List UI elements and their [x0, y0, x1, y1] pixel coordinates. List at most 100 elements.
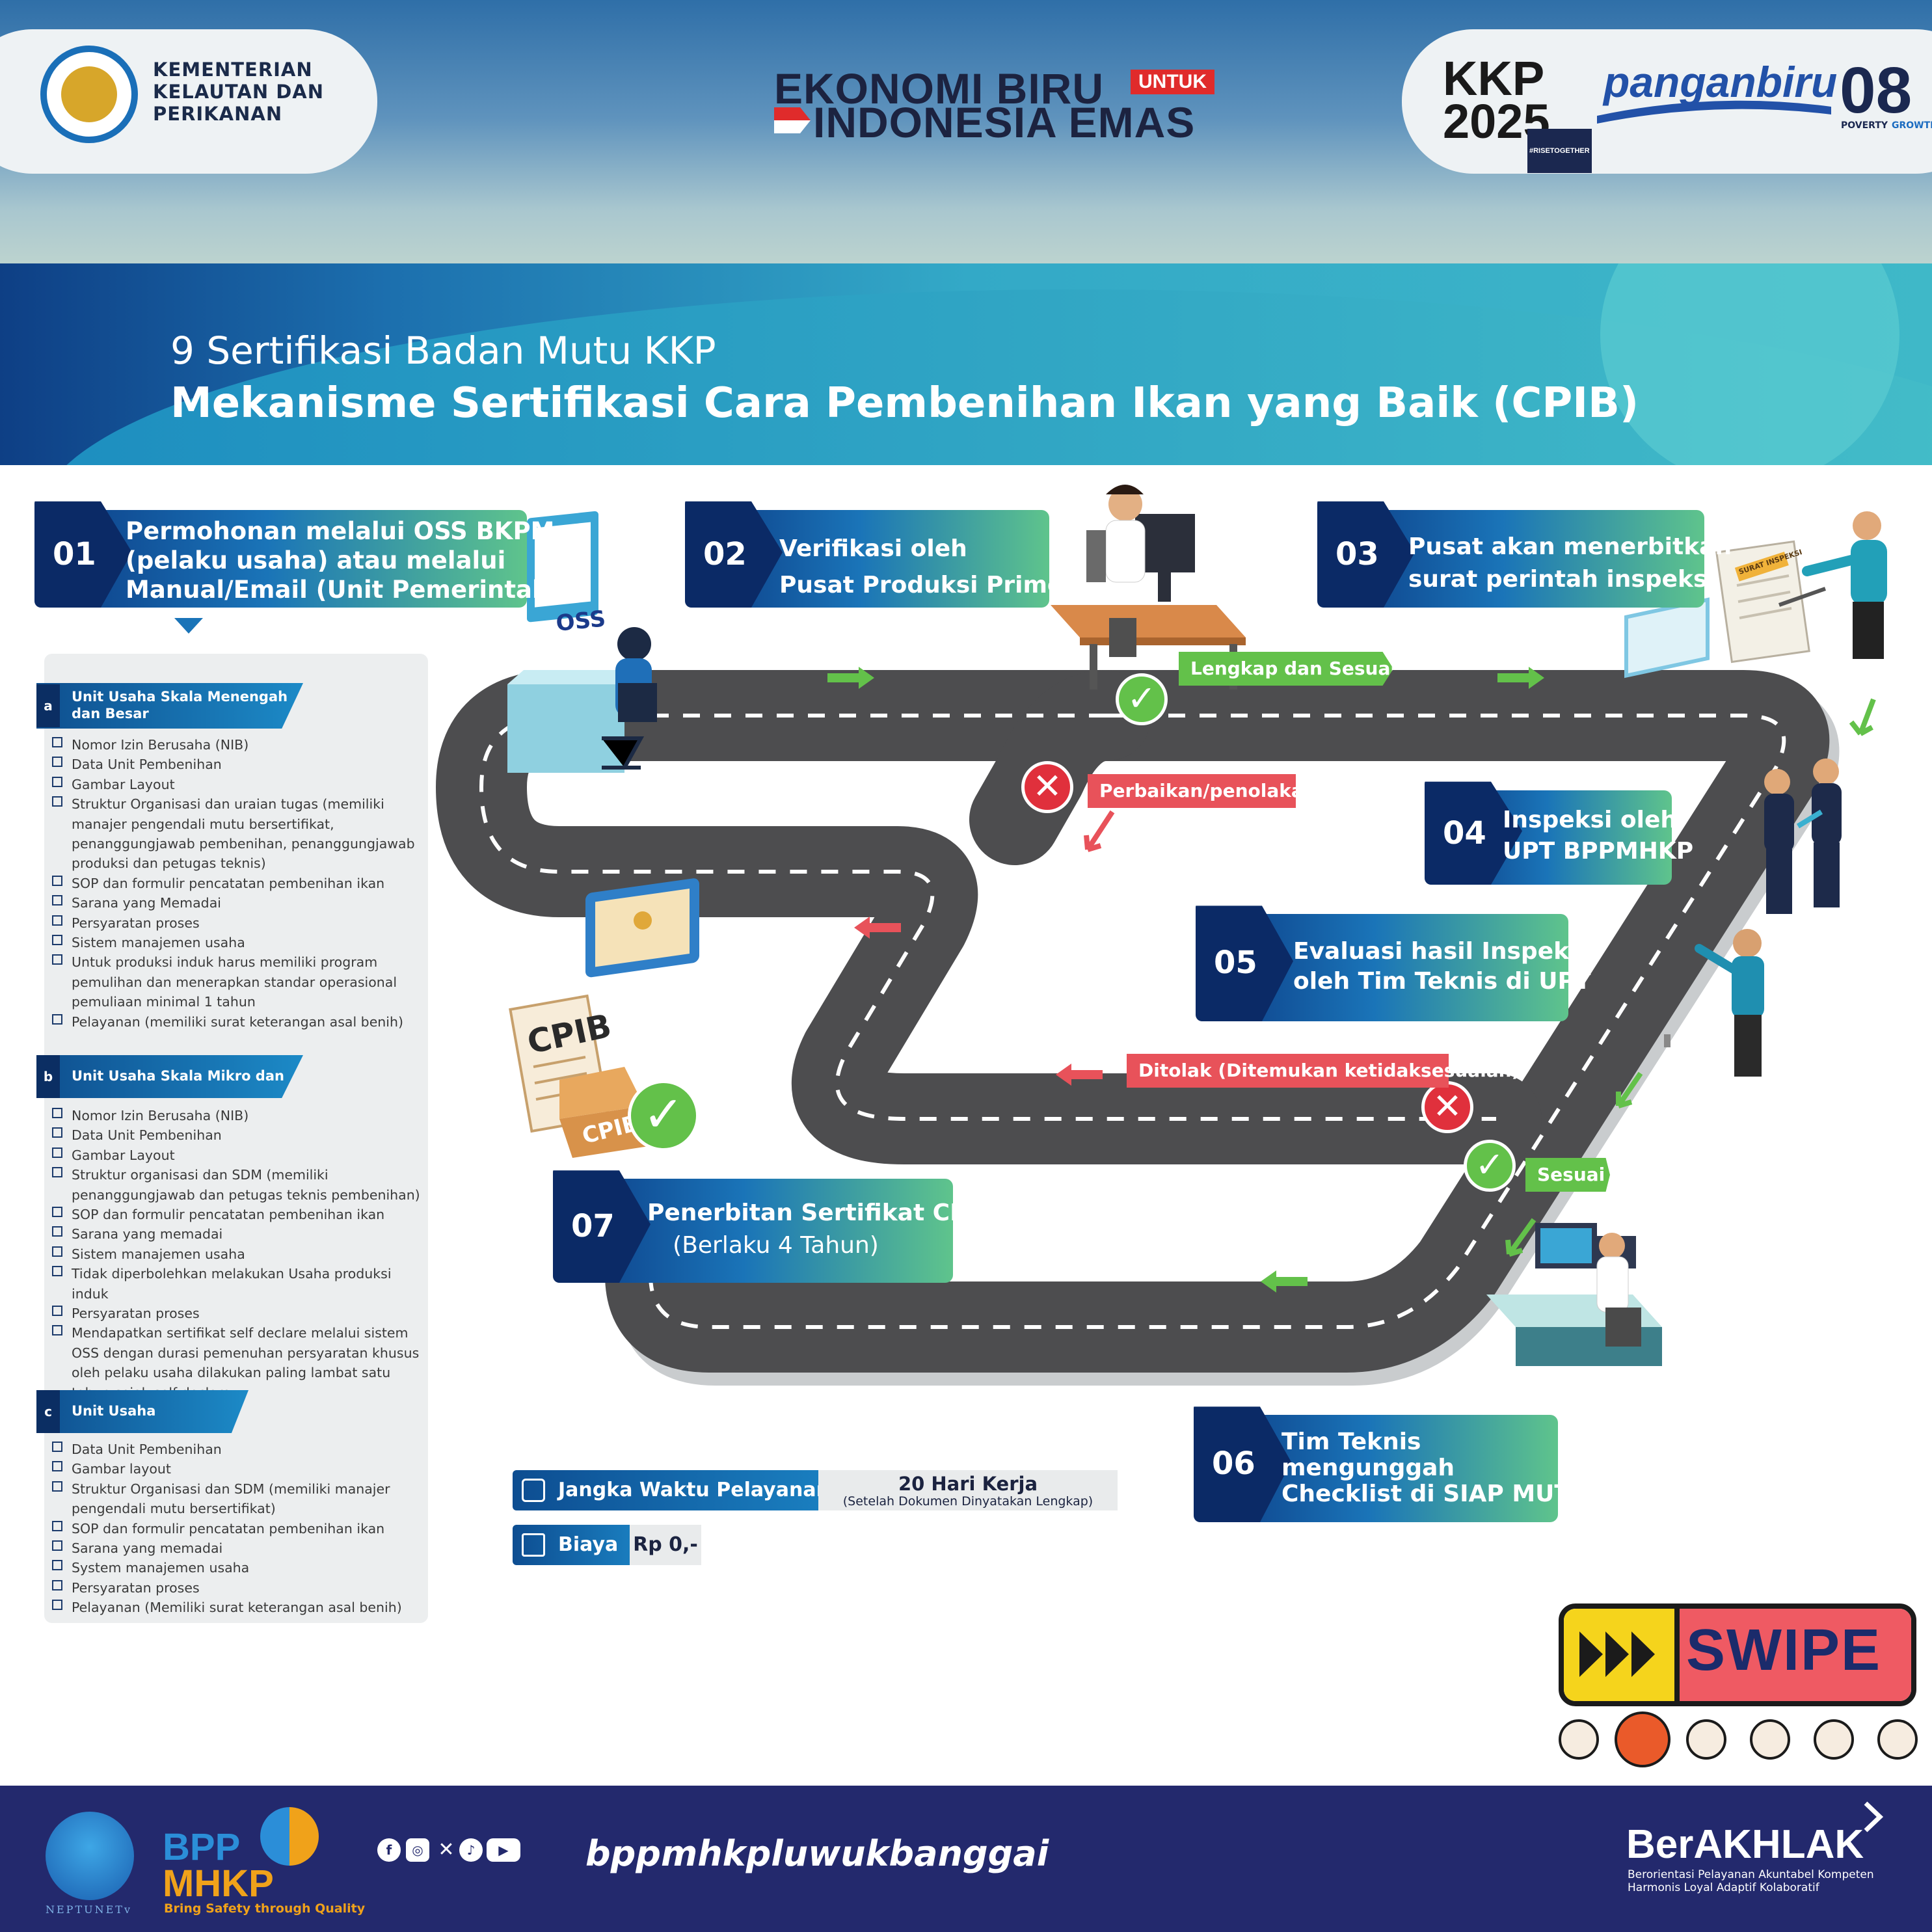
step-05: 05 Evaluasi hasil Inspeksi oleh Tim Tekn…: [1196, 901, 1591, 1021]
page-dot[interactable]: [1559, 1719, 1599, 1760]
zero-eight-logo: 08: [1840, 54, 1912, 127]
list-item: System manajemen usaha: [52, 1558, 423, 1577]
youtube-icon[interactable]: ▶: [487, 1838, 520, 1862]
page-dot[interactable]: [1686, 1719, 1726, 1760]
title-band: [0, 263, 1932, 465]
list-item: Persyaratan proses: [52, 1304, 423, 1323]
list-item: Gambar Layout: [52, 1146, 423, 1165]
money-icon: [522, 1533, 545, 1557]
page-dot[interactable]: [1615, 1711, 1670, 1767]
wave-swoosh-icon: [1597, 100, 1831, 124]
list-item: Sarana yang memadai: [52, 1538, 423, 1558]
neptune-logo-icon: [46, 1812, 134, 1900]
neptune-label: NEPTUNETv: [46, 1903, 132, 1916]
rejected-x-icon: ✕: [1421, 1081, 1473, 1133]
ministry-emblem-icon: [40, 46, 138, 143]
calendar-clock-icon: [522, 1479, 545, 1502]
instagram-icon[interactable]: ◎: [406, 1838, 429, 1862]
lengkap-dan-sesuai-label: Lengkap dan Sesuai: [1179, 652, 1393, 686]
inspectors-illustration: [1764, 758, 1842, 914]
service-cost-label: Biaya: [513, 1525, 636, 1565]
poverty-label: POVERTY: [1841, 120, 1888, 131]
list-item: SOP dan formulir pencatatan pembenihan i…: [52, 1205, 423, 1224]
list-item: Pelayanan (Memiliki surat keterangan asa…: [52, 1598, 423, 1617]
list-item: Sistem manajemen usaha: [52, 1244, 423, 1264]
tiktok-icon[interactable]: ♪: [459, 1838, 483, 1862]
certificate-check-icon: ✓: [628, 1080, 699, 1151]
campaign-line1: EKONOMI BIRU: [774, 64, 1104, 113]
list-item: Nomor Izin Berusaha (NIB): [52, 1106, 423, 1125]
campaign-line2: INDONESIA EMAS: [813, 98, 1196, 146]
step-03: 03 Pusat akan menerbitkan surat perintah…: [1317, 497, 1732, 608]
flag-chevron-icon: [774, 107, 811, 133]
list-item: Nomor Izin Berusaha (NIB): [52, 735, 423, 755]
list-item: SOP dan formulir pencatatan pembenihan i…: [52, 1519, 423, 1538]
section-c-letter: c: [36, 1390, 60, 1433]
campaign-untuk-badge: UNTUK: [1131, 70, 1214, 94]
section-b-list: Nomor Izin Berusaha (NIB) Data Unit Pemb…: [52, 1106, 423, 1402]
step-04: 04 Inspeksi oleh UPT BPPMHKP: [1425, 777, 1693, 885]
kkp-2025-logo: KKP 2025 #RISETOGETHER: [1443, 55, 1592, 173]
step-02: 02 Verifikasi oleh Pusat Produksi Primer: [685, 497, 1075, 608]
berakhlak-tagline: Berorientasi Pelayanan Akuntabel Kompete…: [1628, 1868, 1874, 1894]
page-subtitle: 9 Sertifikasi Badan Mutu KKP: [170, 329, 716, 373]
inspection-letter-illustration: [1715, 511, 1887, 664]
section-c-header: Unit Usaha Pemerintah: [36, 1390, 248, 1433]
section-a-header: Unit Usaha Skala Menengah dan Besar: [36, 683, 303, 729]
step-07: 07 Penerbitan Sertifikat CPIB (Berlaku 4…: [553, 1166, 993, 1283]
bppmhkp-logo: BPP MHKP: [163, 1826, 274, 1905]
bppmhkp-ring-icon: [260, 1807, 319, 1866]
perbaikan-arrow: [1084, 810, 1115, 852]
section-b-letter: b: [36, 1055, 60, 1098]
list-item: SOP dan formulir pencatatan pembenihan i…: [52, 874, 423, 893]
list-item: Struktur organisasi dan SDM (memiliki pe…: [52, 1165, 423, 1205]
list-item: Sistem manajemen usaha: [52, 933, 423, 952]
facebook-icon[interactable]: f: [377, 1838, 401, 1862]
ditolak-label: Ditolak (Ditemukan ketidaksesuaian): [1127, 1054, 1520, 1088]
list-item: Persyaratan proses: [52, 913, 423, 933]
sesuai-label: Sesuai: [1525, 1158, 1610, 1192]
approved-check-icon: ✓: [1116, 673, 1168, 725]
growth-label: GROWTH: [1892, 120, 1932, 131]
list-item: Pelayanan (memiliki surat keterangan asa…: [52, 1012, 423, 1032]
down-arrows: [1505, 698, 1876, 1257]
partner-logos-pill: [1402, 29, 1932, 174]
list-item: Data Unit Pembenihan: [52, 755, 423, 774]
oss-desk-illustration: [507, 511, 657, 773]
service-time-label: Jangka Waktu Pelayanan: [513, 1470, 830, 1510]
page-dot[interactable]: [1877, 1719, 1918, 1760]
road-center-dashes: [479, 714, 1786, 1329]
berakhlak-logo: BerAKHLAK: [1626, 1822, 1864, 1867]
page-title: Mekanisme Sertifikasi Cara Pembenihan Ik…: [170, 379, 1639, 427]
list-item: Data Unit Pembenihan: [52, 1440, 423, 1459]
bppmhkp-tagline: Bring Safety through Quality: [164, 1901, 366, 1916]
reject-arrows: [854, 917, 1103, 1086]
direction-arrows: [827, 667, 1544, 1293]
list-item: Sarana yang memadai: [52, 1224, 423, 1244]
list-item: Sarana yang Memadai: [52, 893, 423, 913]
chevron-right-icon: [1864, 1801, 1884, 1832]
section-a-list: Nomor Izin Berusaha (NIB) Data Unit Pemb…: [52, 735, 423, 1032]
step-06: 06 Tim Teknis mengunggah Checklist di SI…: [1194, 1402, 1589, 1522]
service-cost-value: Rp 0,-: [630, 1525, 701, 1565]
list-item: Untuk produksi induk harus memiliki prog…: [52, 952, 423, 1012]
list-item: Gambar Layout: [52, 775, 423, 794]
footer-bar: [0, 1786, 1932, 1932]
swipe-label: SWIPE: [1686, 1618, 1882, 1683]
x-icon[interactable]: ✕: [438, 1838, 455, 1861]
approved-check-icon: ✓: [1464, 1140, 1516, 1192]
presenter-illustration: [1624, 597, 1764, 1077]
list-item: Persyaratan proses: [52, 1578, 423, 1598]
list-item: Tidak diperbolehkan melakukan Usaha prod…: [52, 1264, 423, 1304]
list-item: Data Unit Pembenihan: [52, 1125, 423, 1145]
service-time-value: 20 Hari Kerja (Setelah Dokumen Dinyataka…: [818, 1470, 1118, 1510]
swipe-button[interactable]: [1559, 1603, 1916, 1706]
ministry-name: KEMENTERIAN KELAUTAN DAN PERIKANAN: [153, 59, 324, 125]
page-dot[interactable]: [1814, 1719, 1854, 1760]
fast-forward-icon: [1579, 1631, 1655, 1677]
list-item: Struktur Organisasi dan uraian tugas (me…: [52, 794, 423, 874]
social-handle: bppmhkpluwukbanggai: [585, 1833, 1049, 1874]
list-item: Gambar layout: [52, 1459, 423, 1479]
page-dot[interactable]: [1750, 1719, 1790, 1760]
